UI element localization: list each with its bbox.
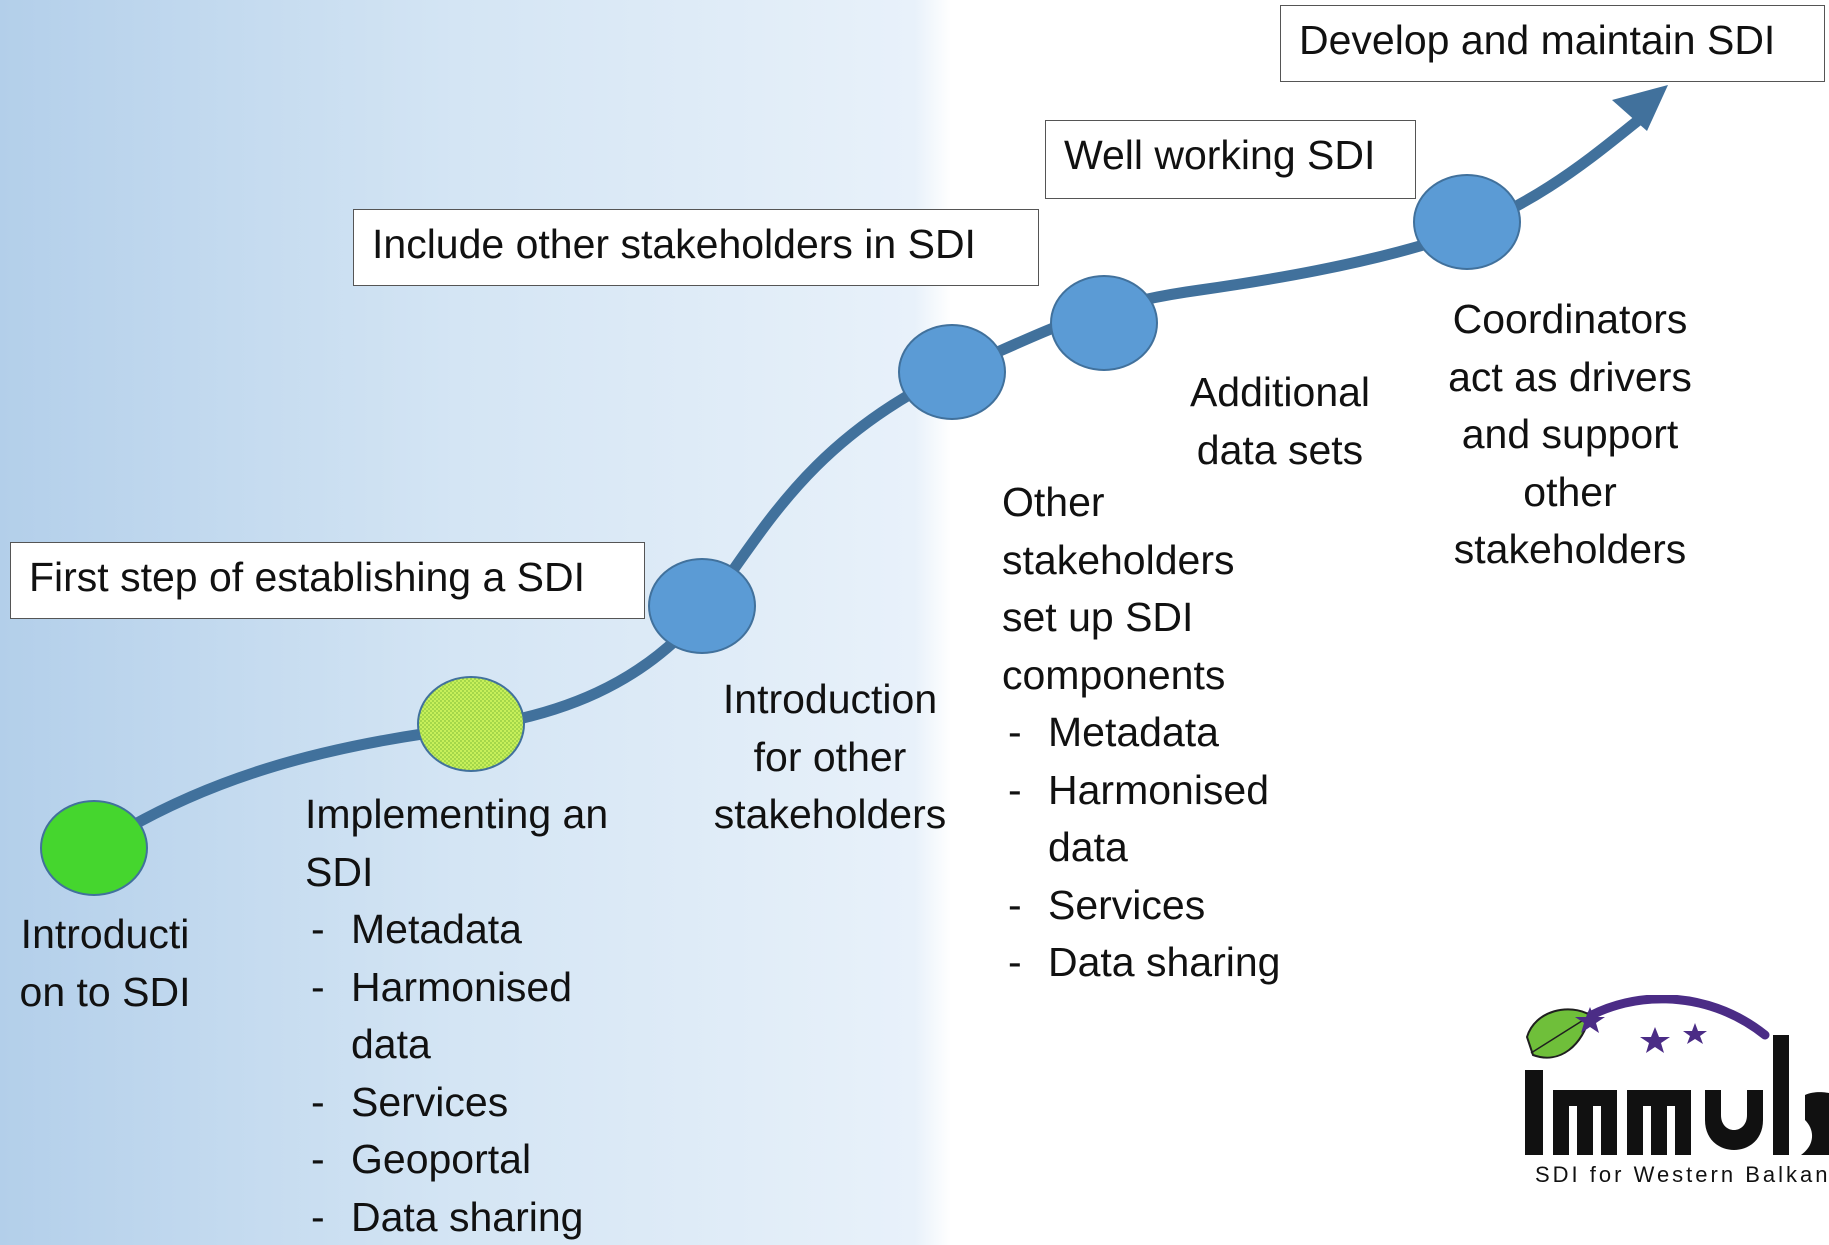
list-item: Services <box>1002 877 1312 935</box>
node-additional <box>1050 275 1158 371</box>
label-line: for other <box>753 733 907 780</box>
label-line: Introducti <box>20 911 190 957</box>
label-heading-line: components <box>1002 651 1226 698</box>
node-implementing <box>417 676 525 772</box>
phase-develop-maintain: Develop and maintain SDI <box>1280 5 1825 82</box>
label-line: act as drivers <box>1448 353 1692 400</box>
logo-caption: SDI for Western Balkans <box>1535 1162 1829 1187</box>
star-icon <box>1575 1007 1605 1033</box>
node-intro-other <box>648 558 756 654</box>
node-coordinators <box>1413 174 1521 270</box>
label-line: on to SDI <box>19 968 191 1015</box>
phase-first-step: First step of establishing a SDI <box>10 542 645 619</box>
component-list: Metadata Harmonised data Services Geopor… <box>305 901 645 1245</box>
list-item: Geoportal <box>305 1131 645 1189</box>
star-icon <box>1640 1027 1670 1053</box>
node-intro-sdi <box>40 800 148 896</box>
label-coordinators: Coordinators act as drivers and support … <box>1420 291 1720 579</box>
star-icon <box>1683 1023 1707 1044</box>
label-line: data sets <box>1196 426 1364 473</box>
label-intro-other: Introduction for other stakeholders <box>690 671 970 844</box>
list-item: Metadata <box>1002 704 1312 762</box>
list-item: Harmonised data <box>305 959 591 1074</box>
label-line: other <box>1523 468 1617 515</box>
label-heading-line: stakeholders <box>1002 536 1235 583</box>
label-line: stakeholders <box>713 791 947 837</box>
label-line: Coordinators <box>1452 296 1688 342</box>
list-item: Data sharing <box>1002 934 1312 992</box>
label-heading-line: set up SDI <box>1002 594 1194 640</box>
label-line: Additional <box>1189 369 1371 415</box>
label-line: Introduction <box>722 676 938 722</box>
list-item: Metadata <box>305 901 645 959</box>
arrow-head-icon <box>1612 85 1668 131</box>
label-heading-line: SDI <box>305 848 374 895</box>
phase-well-working: Well working SDI <box>1045 120 1416 199</box>
impuls-logo <box>1525 995 1829 1155</box>
component-list: Metadata Harmonised data Services Data s… <box>1002 704 1312 992</box>
list-item: Services <box>305 1074 645 1132</box>
label-line: stakeholders <box>1453 526 1687 572</box>
list-item: Harmonised data <box>1002 762 1288 877</box>
phase-include-stakeholders: Include other stakeholders in SDI <box>353 209 1039 286</box>
label-intro-sdi: Introducti on to SDI <box>0 906 210 1021</box>
label-other-setup: Other stakeholders set up SDI components… <box>1002 474 1312 992</box>
list-item: Data sharing <box>305 1189 645 1245</box>
logo-wordmark <box>1525 1035 1829 1155</box>
label-additional: Additional data sets <box>1160 364 1400 479</box>
label-heading-line: Implementing an <box>305 791 609 837</box>
label-line: and support <box>1461 411 1679 457</box>
label-implementing: Implementing an SDI Metadata Harmonised … <box>305 786 645 1245</box>
logo-arc <box>1570 995 1770 1040</box>
leaf-vein <box>1530 1018 1586 1054</box>
label-heading-line: Other <box>1002 479 1105 525</box>
node-other-setup <box>898 324 1006 420</box>
